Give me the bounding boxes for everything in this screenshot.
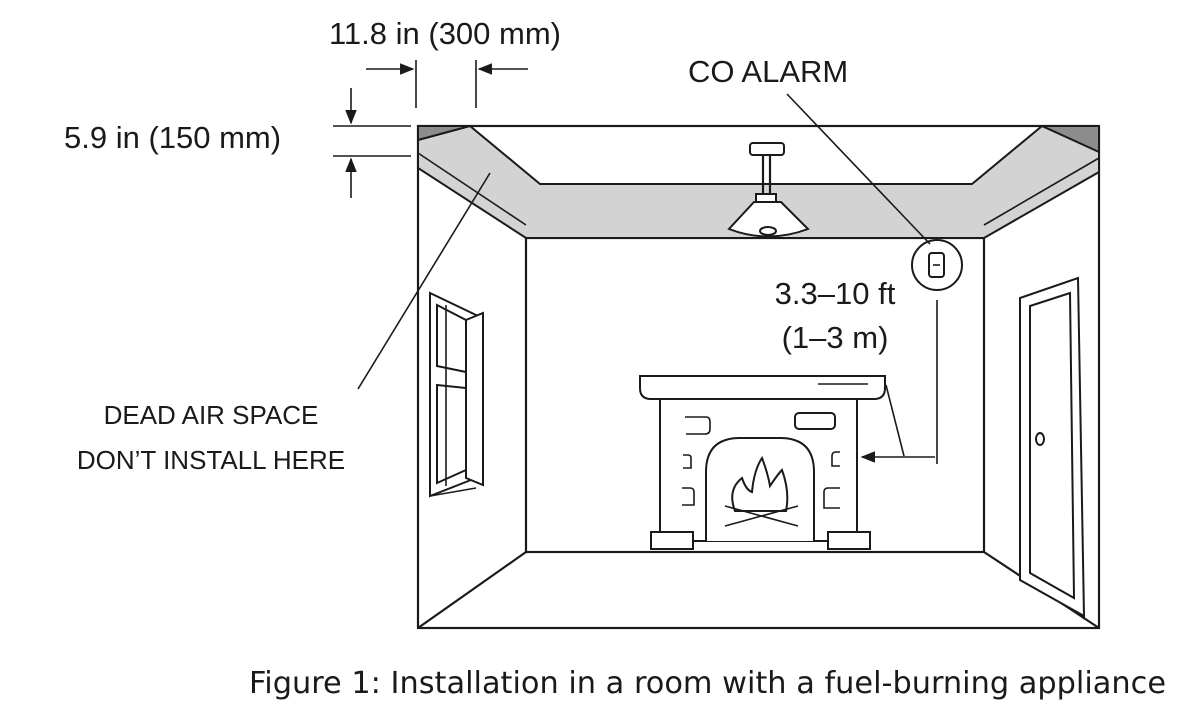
co-alarm-device <box>911 239 963 291</box>
vertical-dimension-marker <box>333 88 411 198</box>
window <box>429 291 484 498</box>
distance-marker <box>860 300 938 464</box>
dead-air-label-line2: DON’T INSTALL HERE <box>77 445 345 475</box>
dead-air-leader-line <box>357 172 491 390</box>
distance-leader-line <box>885 384 905 457</box>
horizontal-dimension-label: 11.8 in (300 mm) <box>329 16 561 51</box>
vertical-dimension-label: 5.9 in (150 mm) <box>64 120 281 155</box>
door <box>1019 276 1086 618</box>
horizontal-dimension-marker <box>366 60 528 108</box>
ceiling-lamp <box>727 142 810 238</box>
co-alarm-label: CO ALARM <box>688 54 848 89</box>
co-alarm-leader-line <box>786 93 931 245</box>
figure-caption: Figure 1: Installation in a room with a … <box>249 666 1166 701</box>
dead-air-label-line1: DEAD AIR SPACE <box>104 400 319 430</box>
dead-air-zone <box>417 124 1100 239</box>
distance-label-m: (1–3 m) <box>782 320 889 355</box>
fireplace <box>639 375 886 550</box>
distance-label-ft: 3.3–10 ft <box>775 276 896 311</box>
